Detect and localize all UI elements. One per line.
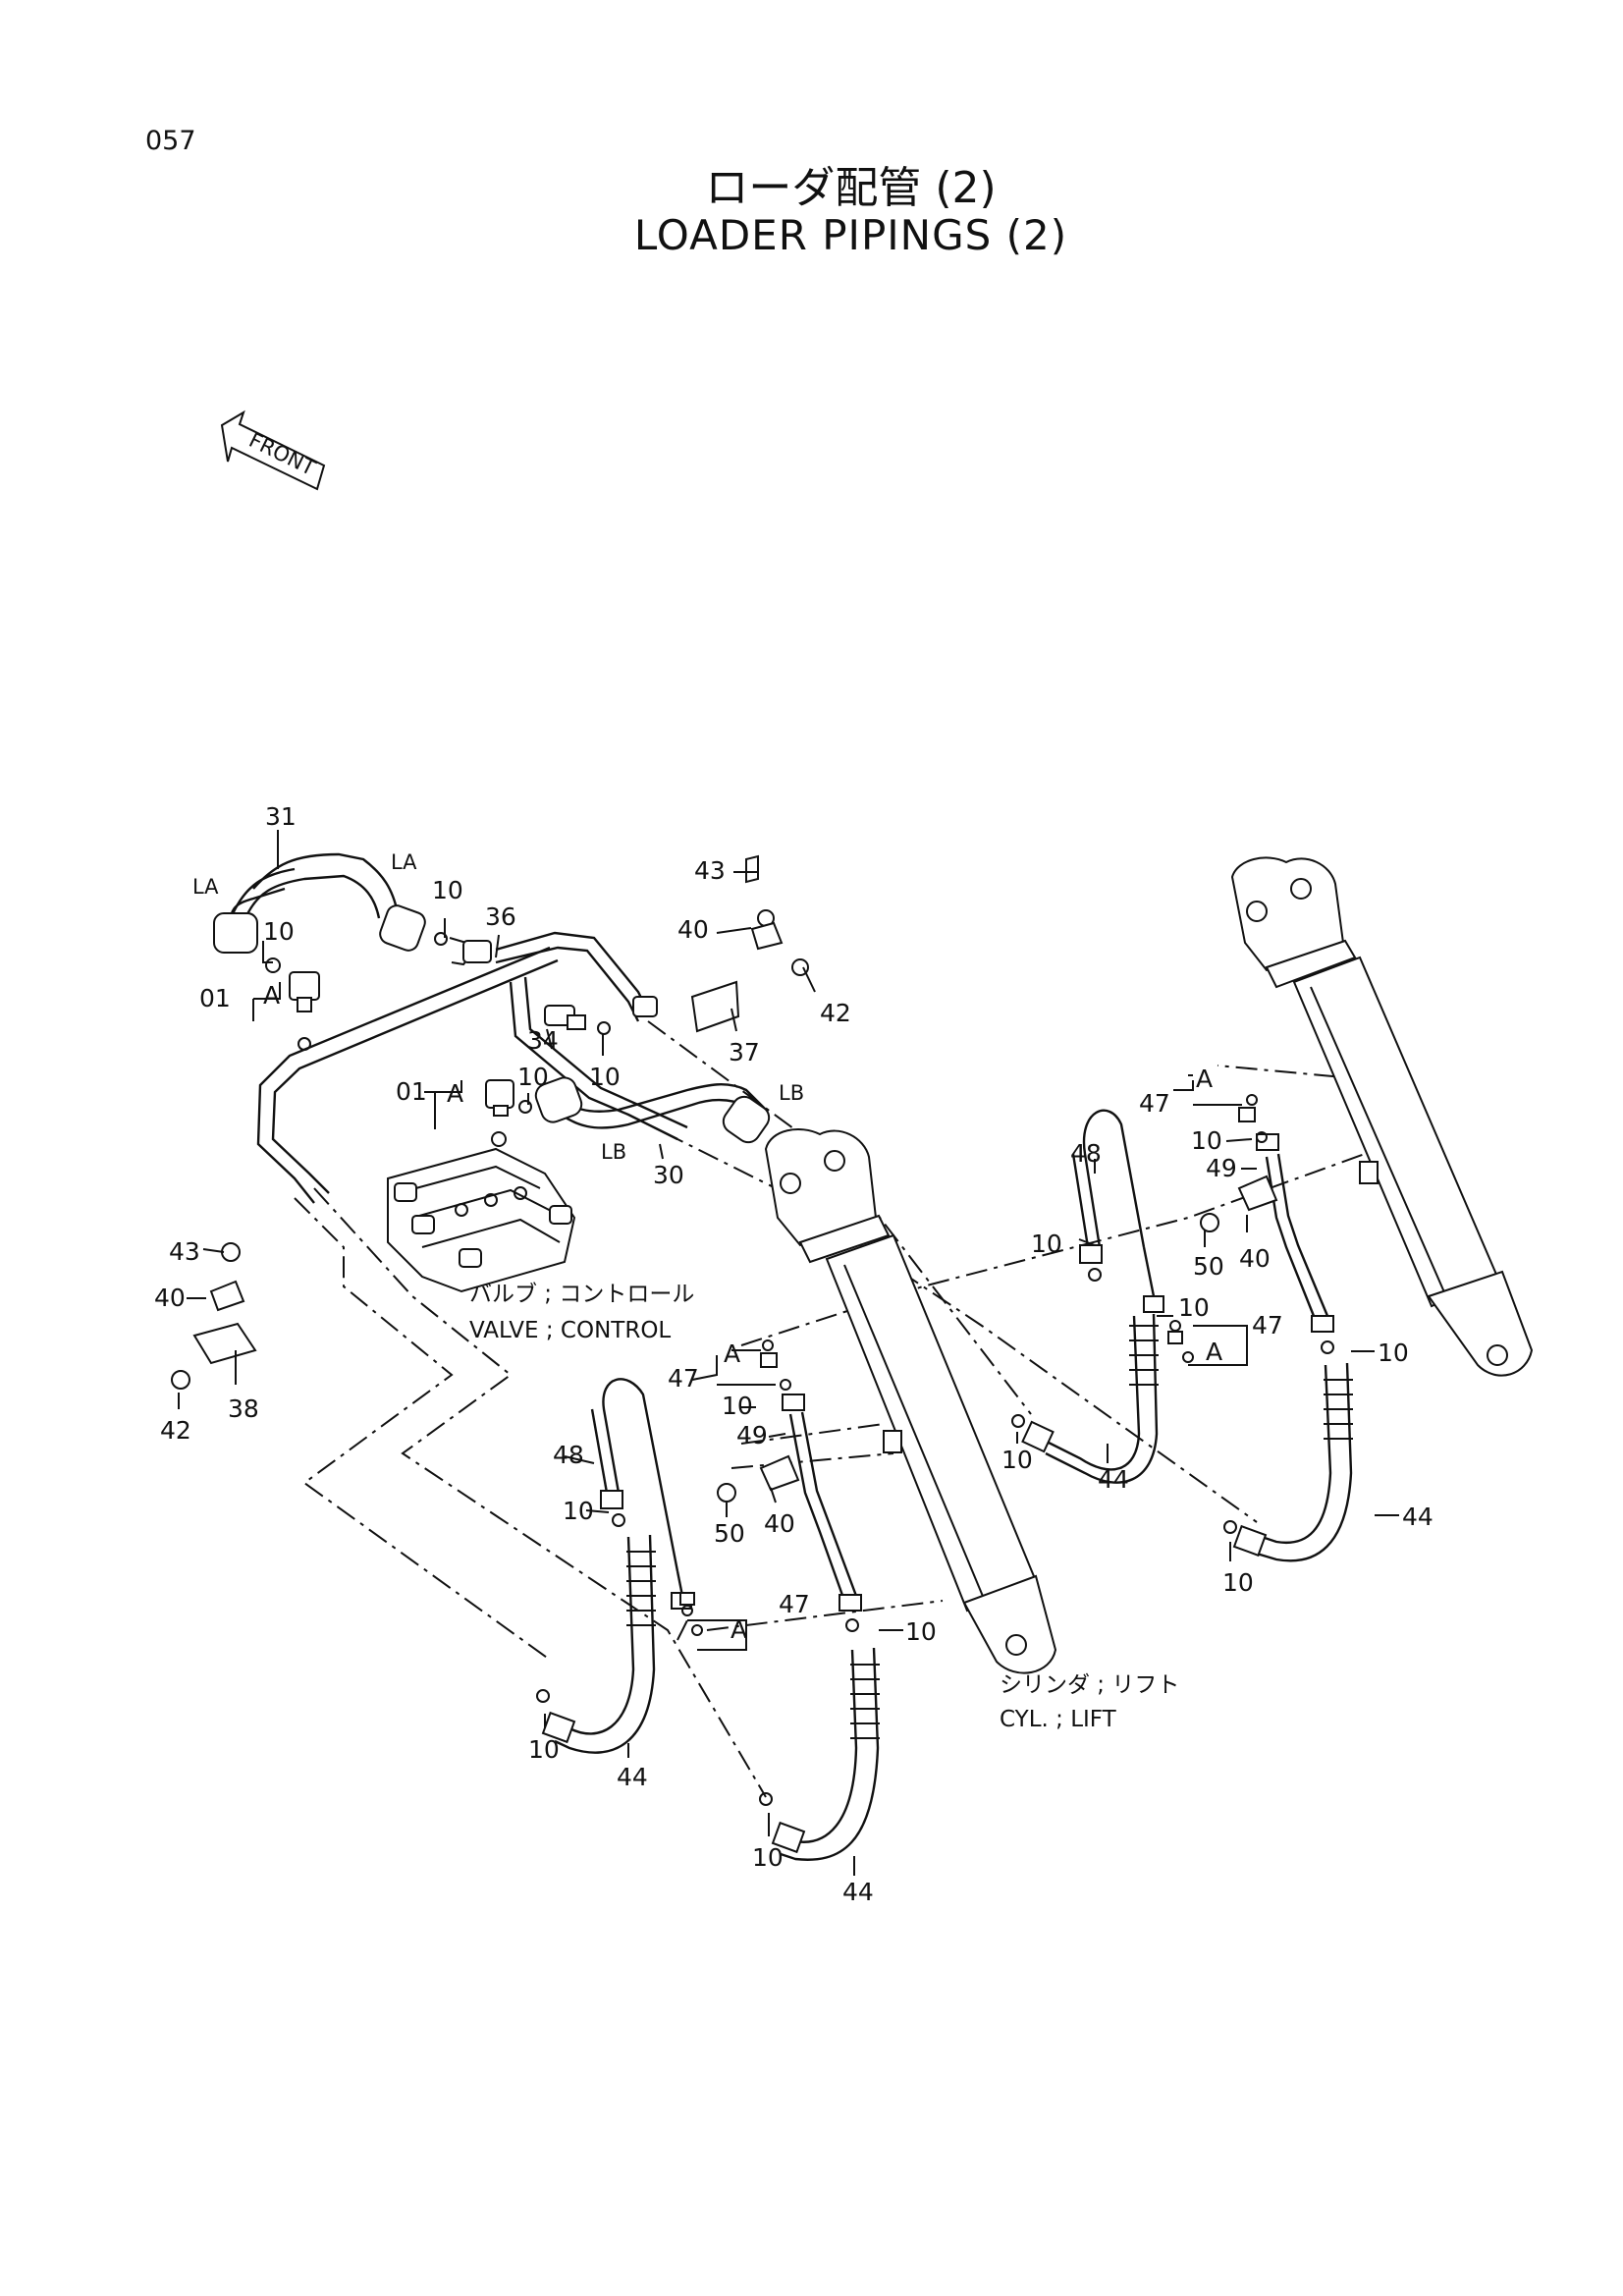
pipe-31 xyxy=(213,852,426,954)
cylinder-caption: CYL. ; LIFT xyxy=(1000,1707,1117,1732)
port-label-a: A xyxy=(447,1079,463,1108)
valve-caption-japanese: バルブ ; コントロール xyxy=(469,1282,694,1307)
cylinder-caption-japanese: シリンダ ; リフト xyxy=(1000,1672,1179,1698)
callout-47: 47 xyxy=(668,1364,699,1393)
callout-10: 10 xyxy=(1378,1339,1409,1367)
control-valve-body xyxy=(387,1147,576,1293)
port-label-a: A xyxy=(1206,1338,1222,1366)
callout-42: 42 xyxy=(820,999,851,1027)
callout-40: 40 xyxy=(677,915,709,944)
callout-10: 10 xyxy=(905,1617,937,1646)
callout-44: 44 xyxy=(842,1878,874,1906)
callout-10: 10 xyxy=(1222,1568,1254,1597)
callout-50: 50 xyxy=(714,1519,745,1548)
callout-42: 42 xyxy=(160,1416,191,1445)
lift-cylinder-left xyxy=(764,1128,1057,1674)
port-label-lb: LB xyxy=(779,1081,804,1105)
pipe-48-right xyxy=(1071,1109,1164,1313)
port-labels: LA LA LB LB A A A A A A xyxy=(192,850,1222,1644)
valve-caption: VALVE ; CONTROL xyxy=(469,1318,671,1343)
callout-48: 48 xyxy=(1070,1139,1102,1168)
callout-44: 44 xyxy=(617,1763,648,1791)
valve-fittings xyxy=(265,932,492,1051)
callout-10: 10 xyxy=(1031,1230,1062,1258)
callout-44: 44 xyxy=(1098,1465,1129,1494)
port-label-a: A xyxy=(263,981,280,1010)
callout-10: 10 xyxy=(432,876,463,904)
callout-01: 01 xyxy=(396,1077,427,1106)
callout-43: 43 xyxy=(169,1237,200,1266)
port-label-a: A xyxy=(730,1615,747,1644)
callout-10: 10 xyxy=(722,1392,753,1420)
callout-47: 47 xyxy=(1252,1311,1283,1339)
callout-48: 48 xyxy=(553,1441,584,1469)
port-label-a: A xyxy=(724,1339,740,1368)
page-number: 057 xyxy=(145,126,196,156)
callout-31: 31 xyxy=(265,802,297,831)
lift-cylinder-right xyxy=(1230,856,1534,1377)
port-label-lb: LB xyxy=(601,1140,626,1164)
port-label-a: A xyxy=(1196,1065,1213,1093)
callout-44: 44 xyxy=(1402,1503,1434,1531)
page-title-japanese: ローダ配管 (2) xyxy=(705,163,997,213)
callout-49: 49 xyxy=(736,1421,768,1449)
captions: バルブ ; コントロール VALVE ; CONTROL シリンダ ; リフト … xyxy=(469,1282,1179,1732)
callout-47: 47 xyxy=(1139,1089,1170,1118)
page-title: LOADER PIPINGS (2) xyxy=(633,211,1068,259)
callout-40: 40 xyxy=(1239,1244,1271,1273)
port-label-la: LA xyxy=(192,875,219,899)
callout-10: 10 xyxy=(263,917,295,946)
hose-44-left-b xyxy=(759,1647,880,1861)
callout-10: 10 xyxy=(752,1843,784,1872)
port-label-la: LA xyxy=(391,850,417,874)
callout-10: 10 xyxy=(1191,1126,1222,1155)
pipe-30 xyxy=(485,1076,771,1147)
callout-10: 10 xyxy=(589,1063,621,1091)
hose-44-right-a xyxy=(1011,1313,1159,1484)
callout-numbers: 31 10 10 36 01 43 40 42 37 34 10 01 10 3… xyxy=(154,802,1434,1906)
bracket-38 xyxy=(171,1242,257,1390)
bracket-37 xyxy=(690,854,809,1033)
callout-10: 10 xyxy=(563,1497,594,1525)
callout-40: 40 xyxy=(154,1284,186,1312)
callout-38: 38 xyxy=(228,1394,259,1423)
callout-34: 34 xyxy=(527,1026,559,1055)
callout-01: 01 xyxy=(199,984,231,1012)
callout-50: 50 xyxy=(1193,1252,1224,1281)
callout-30: 30 xyxy=(653,1161,684,1189)
callout-40: 40 xyxy=(764,1509,795,1538)
hose-44-right-b xyxy=(1223,1362,1353,1562)
callout-10: 10 xyxy=(517,1063,549,1091)
callout-10: 10 xyxy=(528,1735,560,1764)
callout-10: 10 xyxy=(1001,1446,1033,1474)
callout-36: 36 xyxy=(485,902,516,931)
pipe-48-left xyxy=(590,1378,692,1610)
callout-leaders xyxy=(178,830,1399,1876)
pipe-49-left xyxy=(679,1339,862,1636)
callout-47: 47 xyxy=(779,1590,810,1618)
callout-10: 10 xyxy=(1178,1293,1210,1322)
pipe-49-right xyxy=(1167,1094,1334,1363)
hose-44-left-a xyxy=(536,1534,656,1754)
callout-49: 49 xyxy=(1206,1154,1237,1182)
front-arrow-icon: FRONT xyxy=(220,410,326,491)
callout-37: 37 xyxy=(729,1038,760,1066)
callout-43: 43 xyxy=(694,856,726,885)
